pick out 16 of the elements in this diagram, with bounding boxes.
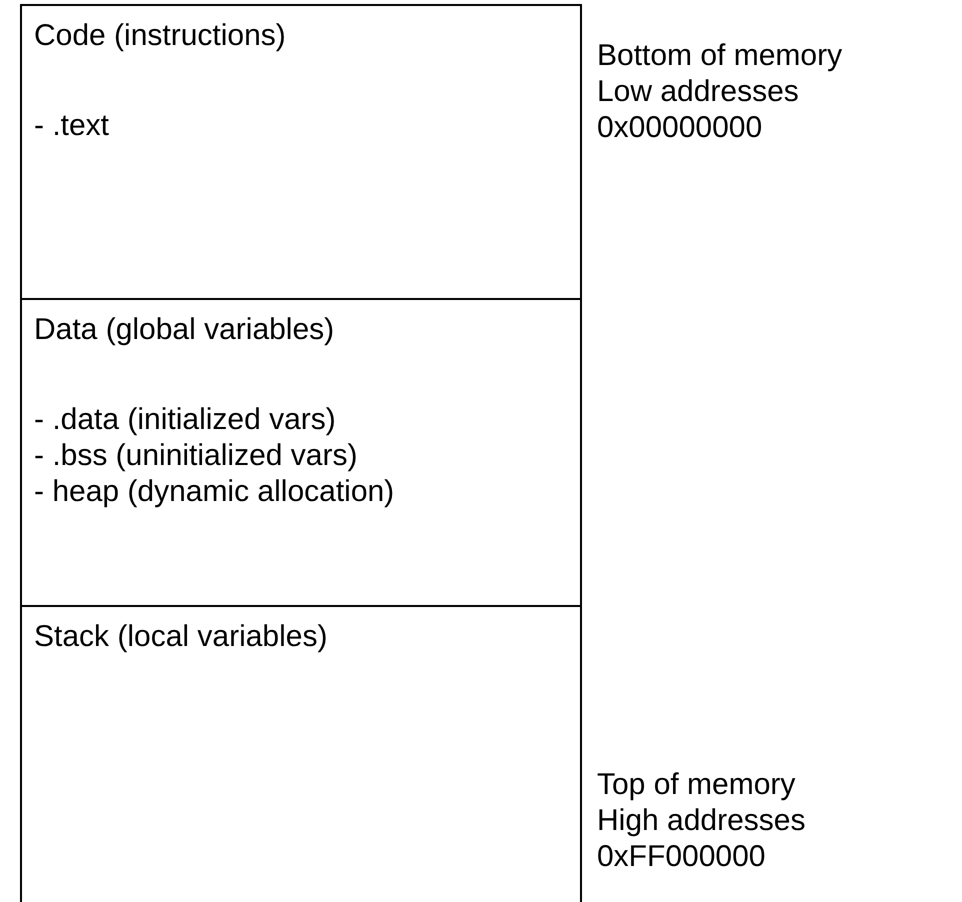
segment-title: Data (global variables) (34, 312, 334, 348)
address-note: Top of memory (597, 767, 796, 803)
segment-item: - .text (34, 108, 110, 144)
address-note: 0xFF000000 (597, 839, 766, 875)
address-note: Bottom of memory (597, 38, 842, 74)
memory-segment-box (20, 4, 582, 300)
address-note: Low addresses (597, 74, 799, 110)
memory-segment-box (20, 605, 582, 902)
segment-title: Code (instructions) (34, 18, 286, 54)
memory-segment-box (20, 298, 582, 607)
address-note: 0x00000000 (597, 110, 762, 146)
segment-item: - .data (initialized vars) (34, 402, 336, 438)
segment-item: - heap (dynamic allocation) (34, 474, 394, 510)
address-note: High addresses (597, 803, 806, 839)
segment-item: - .bss (uninitialized vars) (34, 438, 358, 474)
segment-title: Stack (local variables) (34, 619, 328, 655)
